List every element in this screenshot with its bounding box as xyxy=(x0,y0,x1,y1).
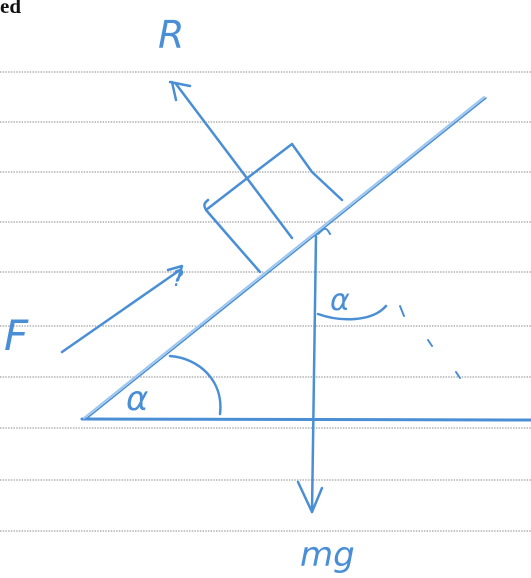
inclined-plane-edge xyxy=(85,97,487,420)
weight-arrow xyxy=(310,234,318,514)
page-header-text: ed xyxy=(0,0,21,18)
label-weight-angle: α xyxy=(330,283,350,318)
ruled-lines xyxy=(0,71,531,532)
ground-line xyxy=(80,417,531,422)
reaction-arrowhead-icon xyxy=(168,80,192,102)
incline-angle-arc xyxy=(168,354,222,416)
label-incline-angle: α xyxy=(126,379,148,419)
ink-drawing xyxy=(60,80,531,514)
diagram-labels: R F mg α α ? xyxy=(4,13,355,575)
inclined-plane xyxy=(83,96,485,419)
applied-force-arrowhead-icon xyxy=(166,264,184,282)
applied-force-arrow xyxy=(60,268,182,354)
label-reaction-R: R xyxy=(158,13,184,57)
label-applied-force-F: F xyxy=(4,311,29,360)
block-rectangle xyxy=(203,142,344,274)
label-question-mark: ? xyxy=(172,267,184,292)
stray-mark xyxy=(317,227,461,379)
weight-arrowhead-icon xyxy=(296,480,324,514)
reaction-force-arrow xyxy=(174,82,294,240)
label-weight-mg: mg xyxy=(300,535,355,575)
weight-angle-arc xyxy=(316,304,388,321)
